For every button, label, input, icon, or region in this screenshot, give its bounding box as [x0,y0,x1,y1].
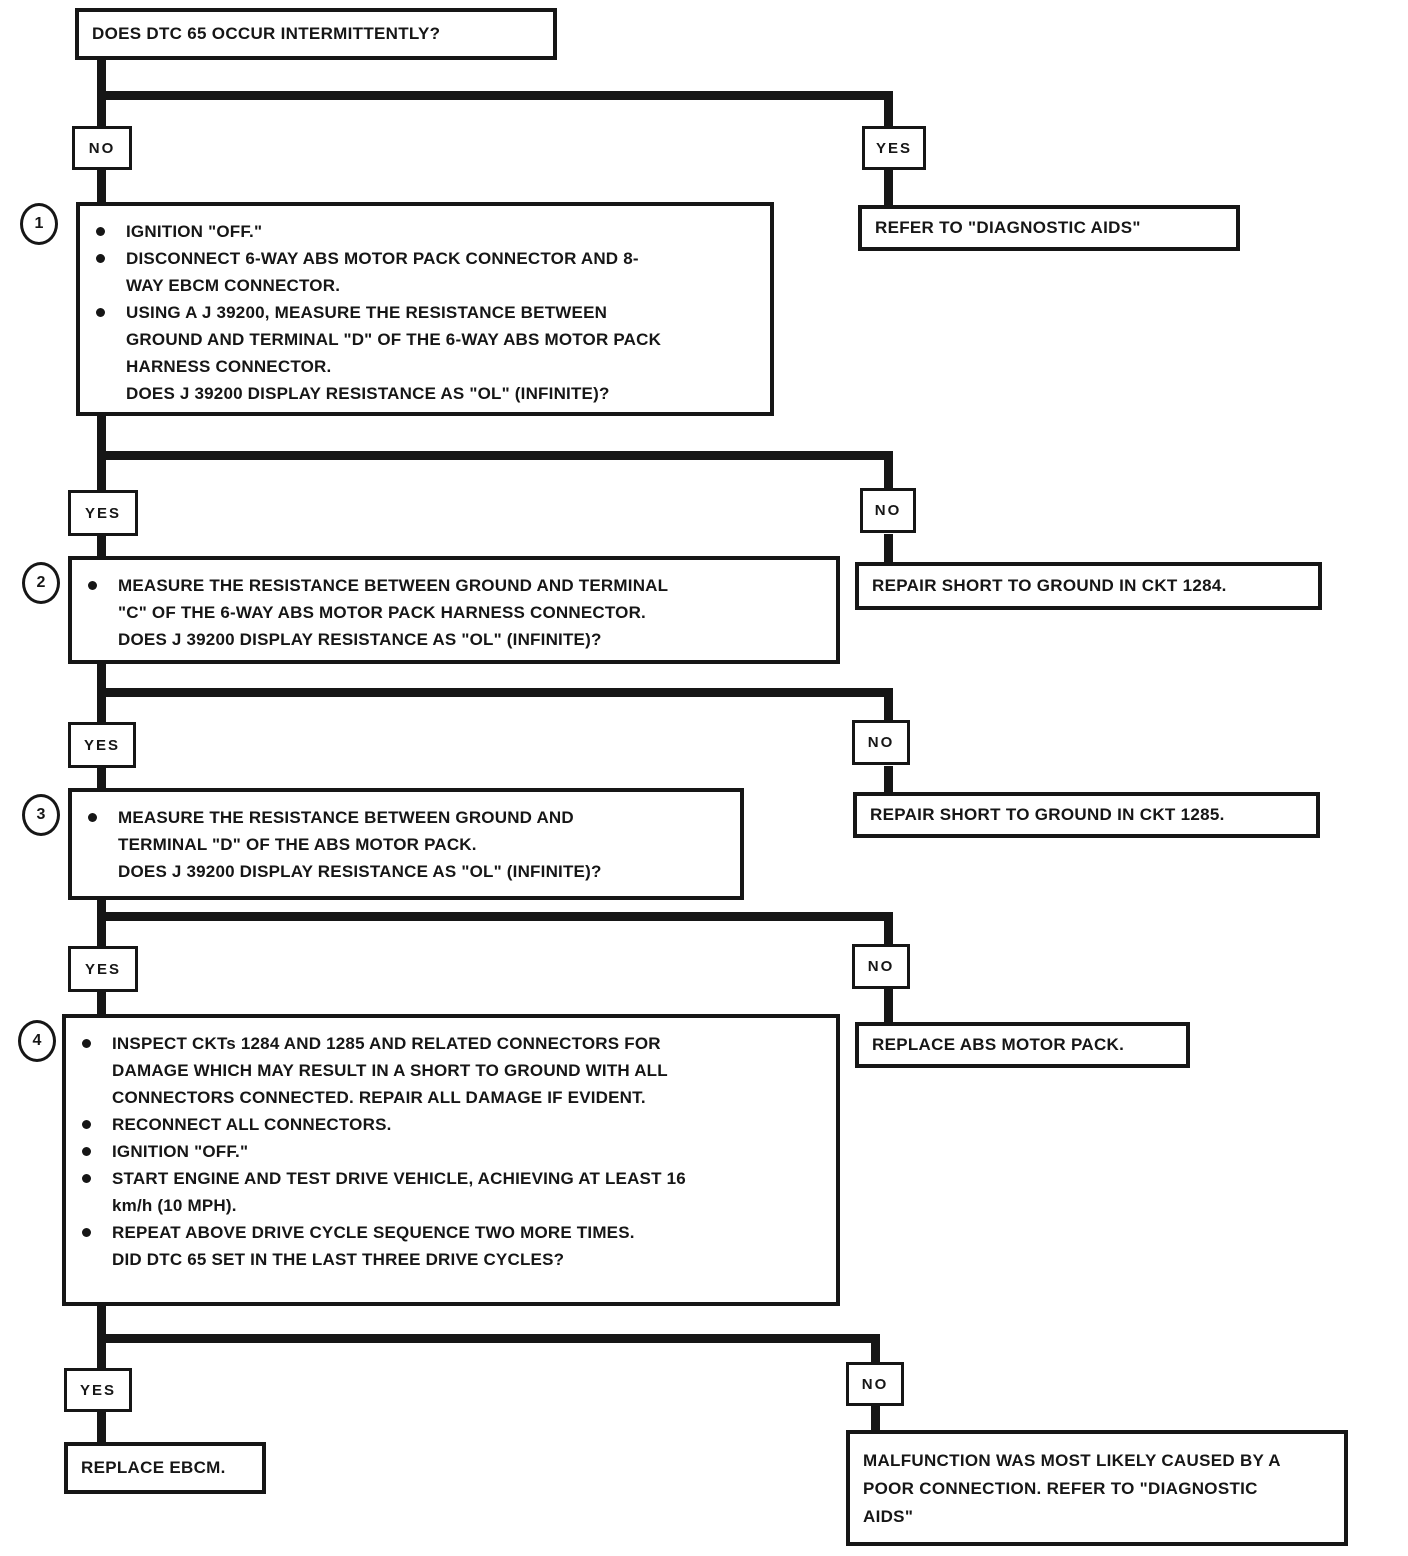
yes-label-text: YES [875,139,912,157]
bullet-item: MEASURE THE RESISTANCE BETWEEN GROUND AN… [72,804,740,858]
connector-line [97,768,106,788]
no-label-text: NO [867,958,895,975]
connector-line [97,415,106,460]
connector-line [97,1412,106,1442]
step-1-list: IGNITION "OFF." DISCONNECT 6-WAY ABS MOT… [80,206,770,407]
connector-line [97,688,893,697]
step-3-box: MEASURE THE RESISTANCE BETWEEN GROUND AN… [68,788,744,900]
step-question: DOES J 39200 DISPLAY RESISTANCE AS "OL" … [126,384,610,403]
step-number-text: 3 [36,806,46,823]
connector-line [97,912,893,921]
connector-line [884,697,893,720]
branch-4-no-label: NO [852,944,910,989]
connector-line [884,534,893,562]
replace-ebcm-text: REPLACE EBCM. [81,1458,226,1477]
no-label-text: NO [861,1375,889,1393]
connector-line [97,697,106,722]
malfunction-poor-connection-box: MALFUNCTION WAS MOST LIKELY CAUSED BY A … [846,1430,1348,1546]
replace-abs-motor-pack-text: REPLACE ABS MOTOR PACK. [872,1035,1125,1054]
connector-line [97,451,893,460]
connector-line [97,1334,880,1343]
refer-diagnostic-aids-text: REFER TO "DIAGNOSTIC AIDS" [875,218,1141,237]
no-label-text: NO [867,734,895,751]
replace-ebcm-box: REPLACE EBCM. [64,1442,266,1494]
step-2-number: 2 [22,562,60,604]
connector-line [884,921,893,944]
branch-4-yes-label: YES [68,946,138,992]
step-4-list: INSPECT CKTs 1284 AND 1285 AND RELATED C… [66,1018,836,1273]
connector-line [97,992,106,1014]
start-decision-box: DOES DTC 65 OCCUR INTERMITTENTLY? [75,8,557,60]
connector-line [97,664,106,697]
step-number-text: 2 [36,574,46,591]
connector-line [97,1306,106,1343]
step-2-box: MEASURE THE RESISTANCE BETWEEN GROUND AN… [68,556,840,664]
bullet-item: MEASURE THE RESISTANCE BETWEEN GROUND AN… [72,572,836,626]
step-1-box: IGNITION "OFF." DISCONNECT 6-WAY ABS MOT… [76,202,774,416]
connector-line [884,170,893,205]
connector-line [97,91,893,100]
bullet-item: RECONNECT ALL CONNECTORS. [66,1111,836,1138]
yes-label-text: YES [79,1381,116,1399]
step-number-text: 1 [34,215,44,232]
bullet-item: INSPECT CKTs 1284 AND 1285 AND RELATED C… [66,1030,836,1111]
step-4-number: 4 [18,1020,56,1062]
malfunction-poor-connection-text: MALFUNCTION WAS MOST LIKELY CAUSED BY A … [863,1451,1281,1526]
repair-ckt-1284-box: REPAIR SHORT TO GROUND IN CKT 1284. [855,562,1322,610]
bullet-item: START ENGINE AND TEST DRIVE VEHICLE, ACH… [66,1165,836,1219]
connector-line [97,900,106,921]
branch-5-no-label: NO [846,1362,904,1406]
yes-label-text: YES [83,736,120,754]
bullet-item: REPEAT ABOVE DRIVE CYCLE SEQUENCE TWO MO… [66,1219,836,1246]
connector-line [97,100,106,126]
connector-line [97,921,106,946]
bullet-item: IGNITION "OFF." [80,218,770,245]
step-number-text: 4 [32,1032,42,1049]
bullet-item: USING A J 39200, MEASURE THE RESISTANCE … [80,299,770,380]
step-2-list: MEASURE THE RESISTANCE BETWEEN GROUND AN… [72,560,836,653]
step-1-number: 1 [20,203,58,245]
branch-3-no-label: NO [852,720,910,765]
connector-line [884,766,893,792]
connector-line [884,460,893,488]
replace-abs-motor-pack-box: REPLACE ABS MOTOR PACK. [855,1022,1190,1068]
step-question: DID DTC 65 SET IN THE LAST THREE DRIVE C… [112,1250,565,1269]
branch-2-yes-label: YES [68,490,138,536]
connector-line [97,170,106,202]
branch-3-yes-label: YES [68,722,136,768]
step-3-list: MEASURE THE RESISTANCE BETWEEN GROUND AN… [72,792,740,885]
connector-line [871,1406,880,1430]
bullet-item: DISCONNECT 6-WAY ABS MOTOR PACK CONNECTO… [80,245,770,299]
no-label-text: NO [874,502,902,519]
connector-line [97,1343,106,1368]
bullet-item: IGNITION "OFF." [66,1138,836,1165]
connector-line [97,536,106,556]
connector-line [884,100,893,126]
branch-5-yes-label: YES [64,1368,132,1412]
branch-2-no-label: NO [860,488,916,533]
step-question: DOES J 39200 DISPLAY RESISTANCE AS "OL" … [118,630,602,649]
yes-label-text: YES [84,504,121,522]
branch-1-yes-label: YES [862,126,926,170]
step-3-number: 3 [22,794,60,836]
start-decision-text: DOES DTC 65 OCCUR INTERMITTENTLY? [92,24,441,43]
connector-line [871,1343,880,1362]
connector-line [97,60,106,100]
no-label-text: NO [88,139,116,157]
connector-line [884,988,893,1022]
yes-label-text: YES [84,960,121,978]
refer-diagnostic-aids-box: REFER TO "DIAGNOSTIC AIDS" [858,205,1240,251]
connector-line [97,460,106,490]
step-question: DOES J 39200 DISPLAY RESISTANCE AS "OL" … [118,862,602,881]
repair-ckt-1284-text: REPAIR SHORT TO GROUND IN CKT 1284. [872,576,1227,595]
branch-1-no-label: NO [72,126,132,170]
repair-ckt-1285-text: REPAIR SHORT TO GROUND IN CKT 1285. [870,805,1225,824]
repair-ckt-1285-box: REPAIR SHORT TO GROUND IN CKT 1285. [853,792,1320,838]
step-4-box: INSPECT CKTs 1284 AND 1285 AND RELATED C… [62,1014,840,1306]
